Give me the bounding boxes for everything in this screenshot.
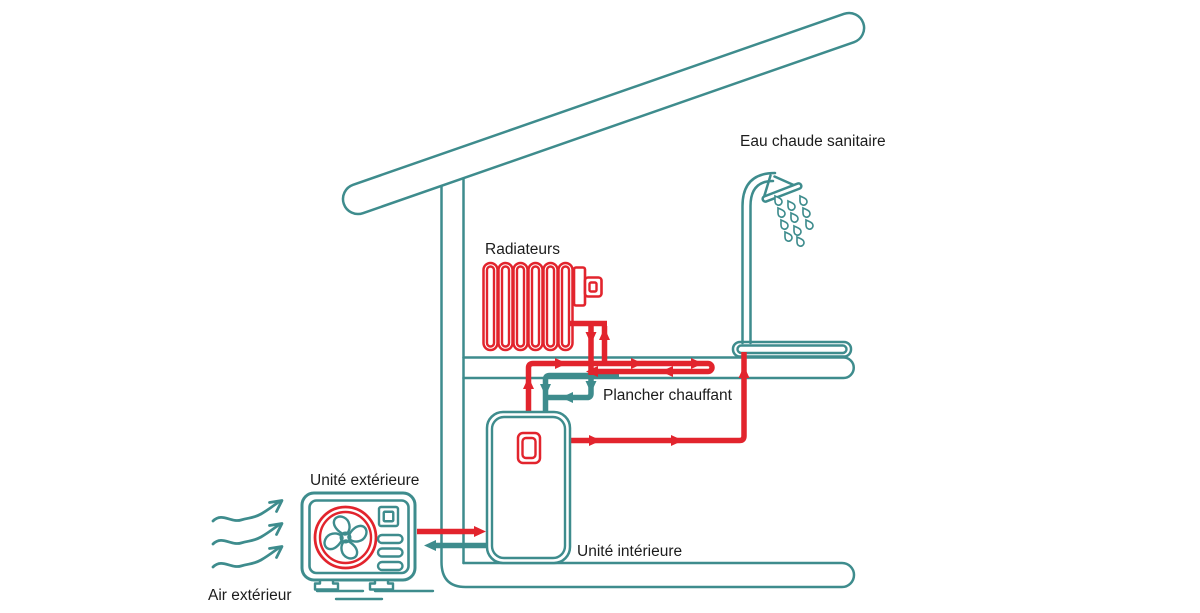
arrowhead — [555, 358, 567, 369]
arrowhead — [589, 435, 601, 446]
radiator-return-pipe-lower — [545, 376, 594, 401]
shower-tray — [731, 340, 853, 358]
labels: Eau chaude sanitaire Radiateurs Plancher… — [208, 133, 886, 604]
floor-return-pipe — [542, 372, 619, 412]
arrowhead — [738, 366, 750, 378]
roof-beam — [341, 11, 866, 216]
arrowhead — [631, 358, 643, 369]
water-drop-icon — [799, 194, 808, 206]
water-drop-icon — [793, 224, 802, 236]
air-flow-arrows — [211, 499, 284, 569]
label-outdoor-unit: Unité extérieure — [310, 472, 419, 489]
shower-icon — [741, 171, 814, 345]
arrowhead — [661, 366, 673, 377]
wavy-arrow-icon — [211, 522, 282, 546]
wall-and-ground-outline — [440, 184, 856, 589]
water-drop-icon — [805, 218, 814, 230]
dhw-pipe — [570, 352, 747, 444]
water-drop-icon — [784, 230, 793, 242]
indoor-unit-display — [516, 431, 542, 465]
shower-head-rim — [761, 182, 803, 203]
arrowhead — [585, 332, 597, 344]
indoor-unit — [485, 410, 572, 565]
radiator-valve — [572, 266, 603, 307]
heating-supply-pipe — [525, 360, 715, 412]
fan-icon — [313, 505, 378, 570]
shower-riser-pipe — [741, 171, 777, 345]
arrowhead — [540, 384, 551, 396]
radiator-icon — [482, 261, 603, 352]
label-hot-water: Eau chaude sanitaire — [740, 133, 886, 150]
shower-drops — [774, 194, 814, 247]
wavy-arrow-icon — [211, 545, 282, 569]
arrowhead — [671, 435, 683, 446]
wavy-arrow-head — [268, 545, 284, 559]
shower-riser-pipe-inner — [749, 179, 775, 345]
water-drop-icon — [802, 206, 811, 218]
water-drop-icon — [796, 235, 805, 247]
arrowhead — [424, 540, 436, 551]
control-panel — [376, 505, 404, 572]
radiator-columns — [482, 261, 574, 352]
arrowhead — [474, 526, 486, 537]
wavy-arrow-icon — [211, 499, 282, 523]
supply-pipes — [417, 320, 750, 537]
house-outline — [341, 11, 866, 589]
arrowhead — [523, 377, 534, 389]
unit-feet — [313, 578, 395, 591]
water-drop-icon — [790, 211, 799, 223]
upper-floor-slab — [462, 356, 855, 380]
arrowhead — [691, 358, 703, 369]
label-floor-heating: Plancher chauffant — [603, 387, 733, 404]
wavy-arrow-head — [268, 499, 284, 513]
arrowhead — [585, 381, 597, 393]
wavy-arrow-head — [268, 522, 284, 536]
water-drop-icon — [787, 199, 796, 211]
outdoor-unit — [300, 491, 435, 601]
label-outside-air: Air extérieur — [208, 587, 292, 604]
arrowhead — [599, 328, 610, 340]
label-indoor-unit: Unité intérieure — [577, 543, 682, 560]
water-drop-icon — [780, 218, 789, 230]
water-drop-icon — [777, 206, 786, 218]
return-pipes — [424, 372, 619, 551]
arrowhead — [561, 392, 573, 403]
vent-slats — [376, 533, 404, 572]
ground-dashes — [315, 589, 435, 601]
water-drop-icon — [774, 194, 783, 206]
label-radiators: Radiateurs — [485, 241, 560, 258]
